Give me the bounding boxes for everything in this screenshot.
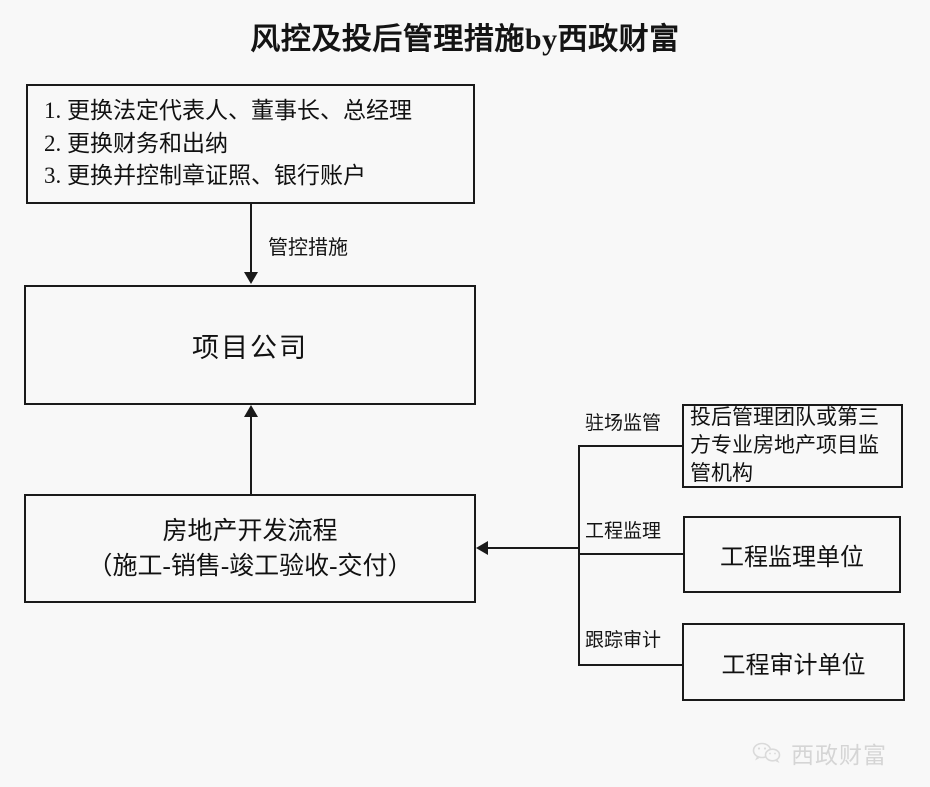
engineering-supervision-unit-box: 工程监理单位 — [683, 516, 901, 593]
connector-measures-to-project — [250, 204, 252, 274]
measures-box: 1. 更换法定代表人、董事长、总经理 2. 更换财务和出纳 3. 更换并控制章证… — [26, 84, 475, 204]
project-company-box: 项目公司 — [24, 285, 476, 405]
connector-bus-to-process — [488, 547, 580, 549]
supervision-team-label: 投后管理团队或第三方专业房地产项目监管机构 — [690, 405, 879, 485]
connector-branch-onsite — [578, 445, 684, 447]
connector-label-engineering-supervision: 工程监理 — [585, 521, 662, 542]
watermark: 西政财富 — [752, 736, 887, 770]
development-process-label: 房地产开发流程 （施工-销售-竣工验收-交付） — [88, 514, 413, 584]
connector-branch-engineering — [578, 553, 685, 555]
engineering-supervision-unit-label: 工程监理单位 — [720, 545, 864, 571]
development-process-box: 房地产开发流程 （施工-销售-竣工验收-交付） — [24, 494, 476, 603]
audit-unit-label: 工程审计单位 — [721, 652, 866, 679]
arrow-left-icon — [476, 541, 488, 555]
wechat-icon — [752, 742, 782, 764]
list-item: 2. 更换财务和出纳 — [44, 130, 228, 156]
connector-vertical-bus — [578, 445, 580, 666]
arrow-down-icon — [244, 272, 258, 284]
connector-label-control-measures: 管控措施 — [268, 237, 348, 259]
page-title: 风控及投后管理措施by西政财富 — [250, 23, 680, 56]
supervision-team-box: 投后管理团队或第三方专业房地产项目监管机构 — [682, 404, 903, 488]
arrow-up-icon — [244, 405, 258, 417]
watermark-text: 西政财富 — [791, 742, 887, 768]
connector-label-onsite-supervision: 驻场监管 — [585, 413, 662, 434]
project-company-label: 项目公司 — [192, 332, 308, 363]
connector-branch-audit — [578, 664, 684, 666]
list-item: 3. 更换并控制章证照、银行账户 — [44, 163, 366, 189]
development-process-line2: （施工-销售-竣工验收-交付） — [87, 552, 413, 580]
development-process-line1: 房地产开发流程 — [162, 517, 338, 545]
list-item: 1. 更换法定代表人、董事长、总经理 — [44, 97, 412, 123]
connector-process-to-project — [250, 415, 252, 494]
measures-list: 1. 更换法定代表人、董事长、总经理 2. 更换财务和出纳 3. 更换并控制章证… — [42, 95, 412, 194]
connector-label-audit-tracking: 跟踪审计 — [585, 630, 662, 651]
audit-unit-box: 工程审计单位 — [682, 623, 905, 701]
